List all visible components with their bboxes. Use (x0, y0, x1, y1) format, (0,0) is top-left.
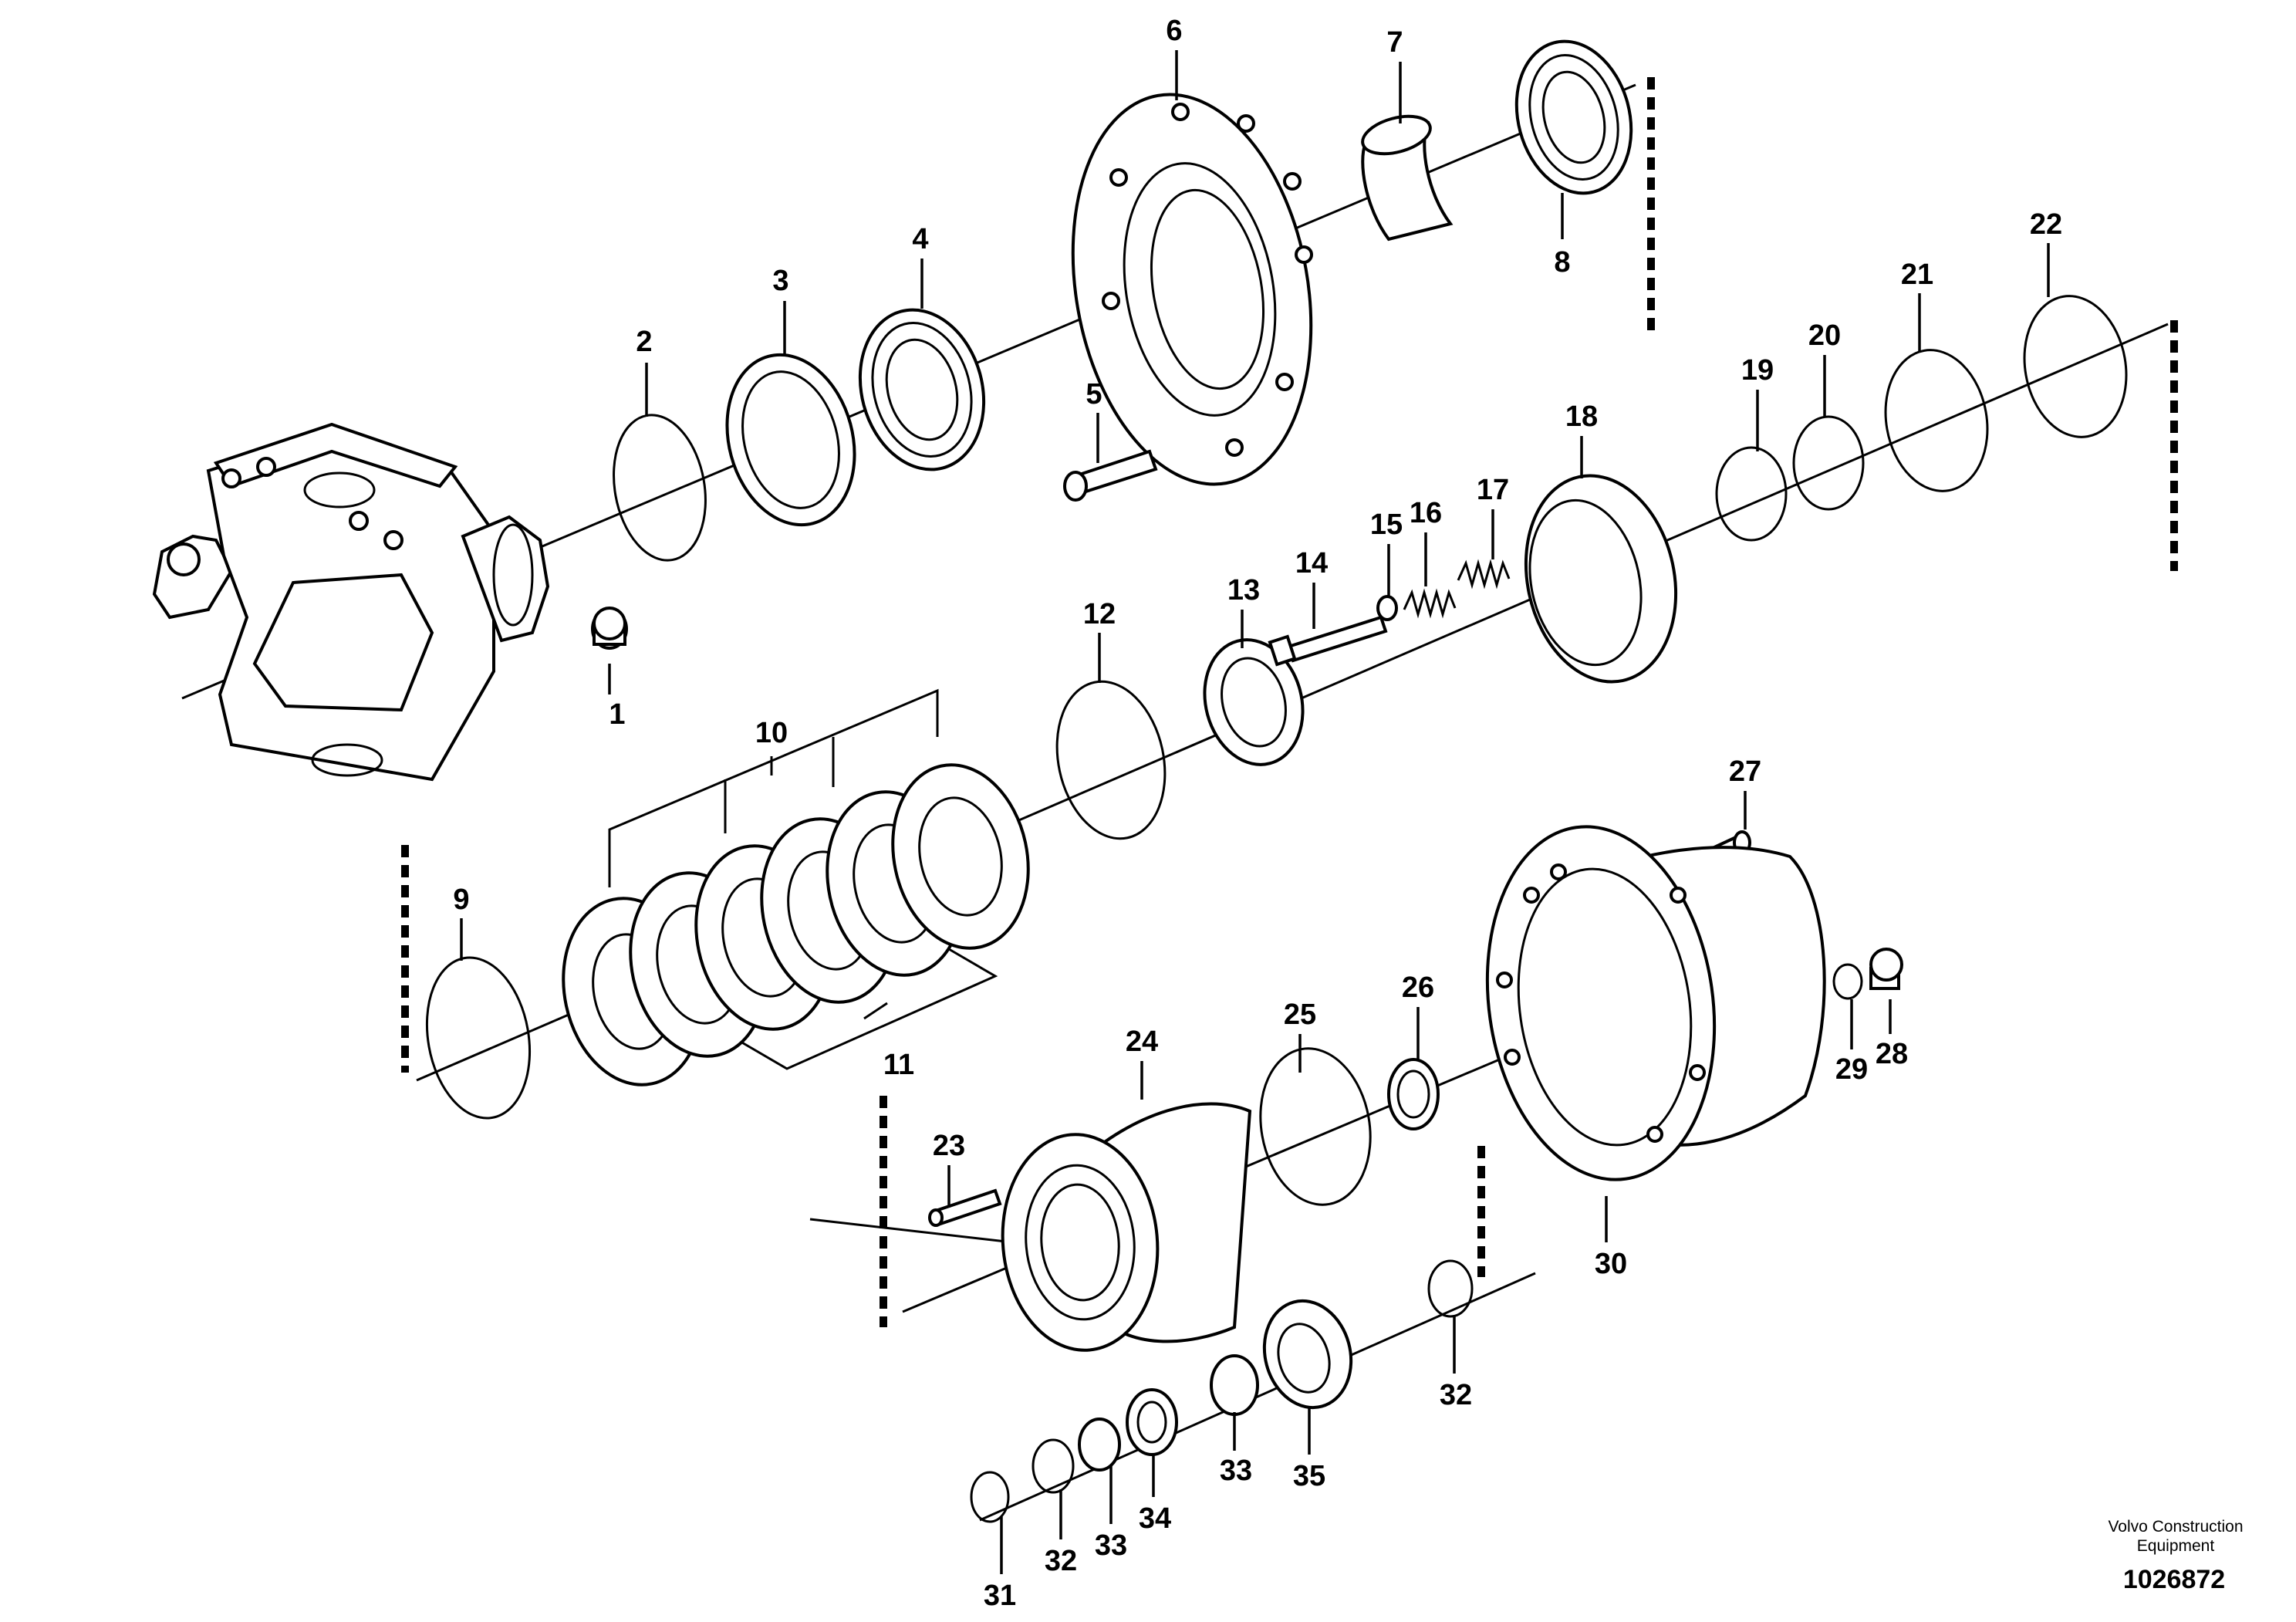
needle-bearing (1126, 1388, 1178, 1456)
callout-7: 7 (1386, 26, 1403, 59)
bolt (1268, 615, 1388, 667)
callout-13: 13 (1227, 574, 1260, 607)
callout-24: 24 (1126, 1026, 1158, 1058)
roller-bearing (858, 308, 986, 471)
callout-19: 19 (1741, 354, 1774, 387)
leader-lines (460, 50, 2050, 1574)
callout-6: 6 (1166, 15, 1182, 47)
callout-28: 28 (1876, 1038, 1908, 1070)
thrust-washer (1210, 1354, 1259, 1416)
company-name-line2: Equipment (2137, 1537, 2215, 1555)
callout-12: 12 (1083, 598, 1116, 630)
spring (1457, 559, 1511, 590)
callout-35: 35 (1293, 1460, 1325, 1492)
o-ring (1884, 349, 1989, 492)
callout-20: 20 (1808, 319, 1841, 352)
group-brackets (608, 688, 998, 1070)
spring (1403, 588, 1457, 619)
steering-knuckle (152, 422, 550, 782)
wheel-stud (1063, 449, 1158, 502)
callout-17: 17 (1477, 474, 1509, 506)
wheel-hub (1071, 93, 1313, 486)
callout-18: 18 (1565, 400, 1598, 433)
callout-30: 30 (1595, 1248, 1627, 1280)
callout-2: 2 (636, 326, 652, 358)
callout-25: 25 (1284, 999, 1316, 1031)
seal-ring (725, 353, 856, 527)
cover-disc (1259, 1047, 1372, 1206)
plug (1869, 948, 1903, 990)
outer-bearing (1514, 39, 1633, 195)
lock-nut (1203, 638, 1305, 766)
seal-ring (1832, 963, 1863, 1000)
brake-piston (1524, 474, 1678, 684)
o-ring (613, 414, 707, 562)
callout-9: 9 (453, 884, 469, 916)
callout-32: 32 (1440, 1379, 1472, 1411)
callout-31: 31 (984, 1580, 1016, 1612)
callout-16: 16 (1410, 497, 1442, 529)
snap-ring (1427, 1259, 1474, 1318)
break-lines (401, 77, 2178, 1327)
snap-ring (1055, 680, 1167, 840)
callout-34: 34 (1139, 1502, 1171, 1535)
callout-4: 4 (912, 223, 928, 255)
washer (1376, 595, 1398, 621)
thrust-washer (1078, 1418, 1121, 1472)
thrust-washer (1387, 1058, 1440, 1130)
disc-pack (562, 763, 1030, 1086)
callout-22: 22 (2030, 208, 2062, 241)
snap-ring (1032, 1438, 1075, 1494)
snap-ring (970, 1471, 1010, 1523)
backup-ring (1715, 446, 1788, 542)
callout-3: 3 (772, 265, 788, 297)
needle-bearing-bore (1136, 1401, 1167, 1444)
callout-23: 23 (933, 1130, 965, 1162)
ring-gear-housing (1485, 825, 1826, 1181)
drawing-number: 1026872 (2123, 1565, 2225, 1594)
callout-32: 32 (1045, 1545, 1077, 1577)
o-ring (425, 956, 532, 1120)
backup-ring (1792, 415, 1865, 511)
footer: Volvo Construction Equipment 1026872 (2108, 1518, 2243, 1594)
company-name-line1: Volvo Construction (2108, 1518, 2243, 1536)
callout-labels: 1 2 3 4 5 6 7 8 9 10 11 12 13 14 15 16 1… (453, 15, 2062, 1612)
callout-11: 11 (883, 1049, 914, 1081)
plug (591, 607, 628, 650)
pin (928, 1188, 1002, 1227)
callout-15: 15 (1370, 509, 1403, 541)
callout-8: 8 (1554, 246, 1570, 279)
sun-gear (1262, 1299, 1353, 1410)
callout-33: 33 (1095, 1529, 1127, 1562)
o-ring (2023, 295, 2128, 438)
callout-33: 33 (1220, 1455, 1252, 1487)
callout-1: 1 (609, 698, 625, 731)
callout-29: 29 (1835, 1053, 1868, 1086)
callout-26: 26 (1402, 972, 1434, 1004)
spacer-ring (1361, 114, 1454, 242)
callout-5: 5 (1086, 378, 1102, 411)
callout-10: 10 (755, 717, 788, 749)
callout-14: 14 (1295, 547, 1328, 580)
callout-27: 27 (1729, 755, 1761, 788)
planet-carrier (1001, 1102, 1252, 1352)
callout-21: 21 (1901, 259, 1933, 291)
